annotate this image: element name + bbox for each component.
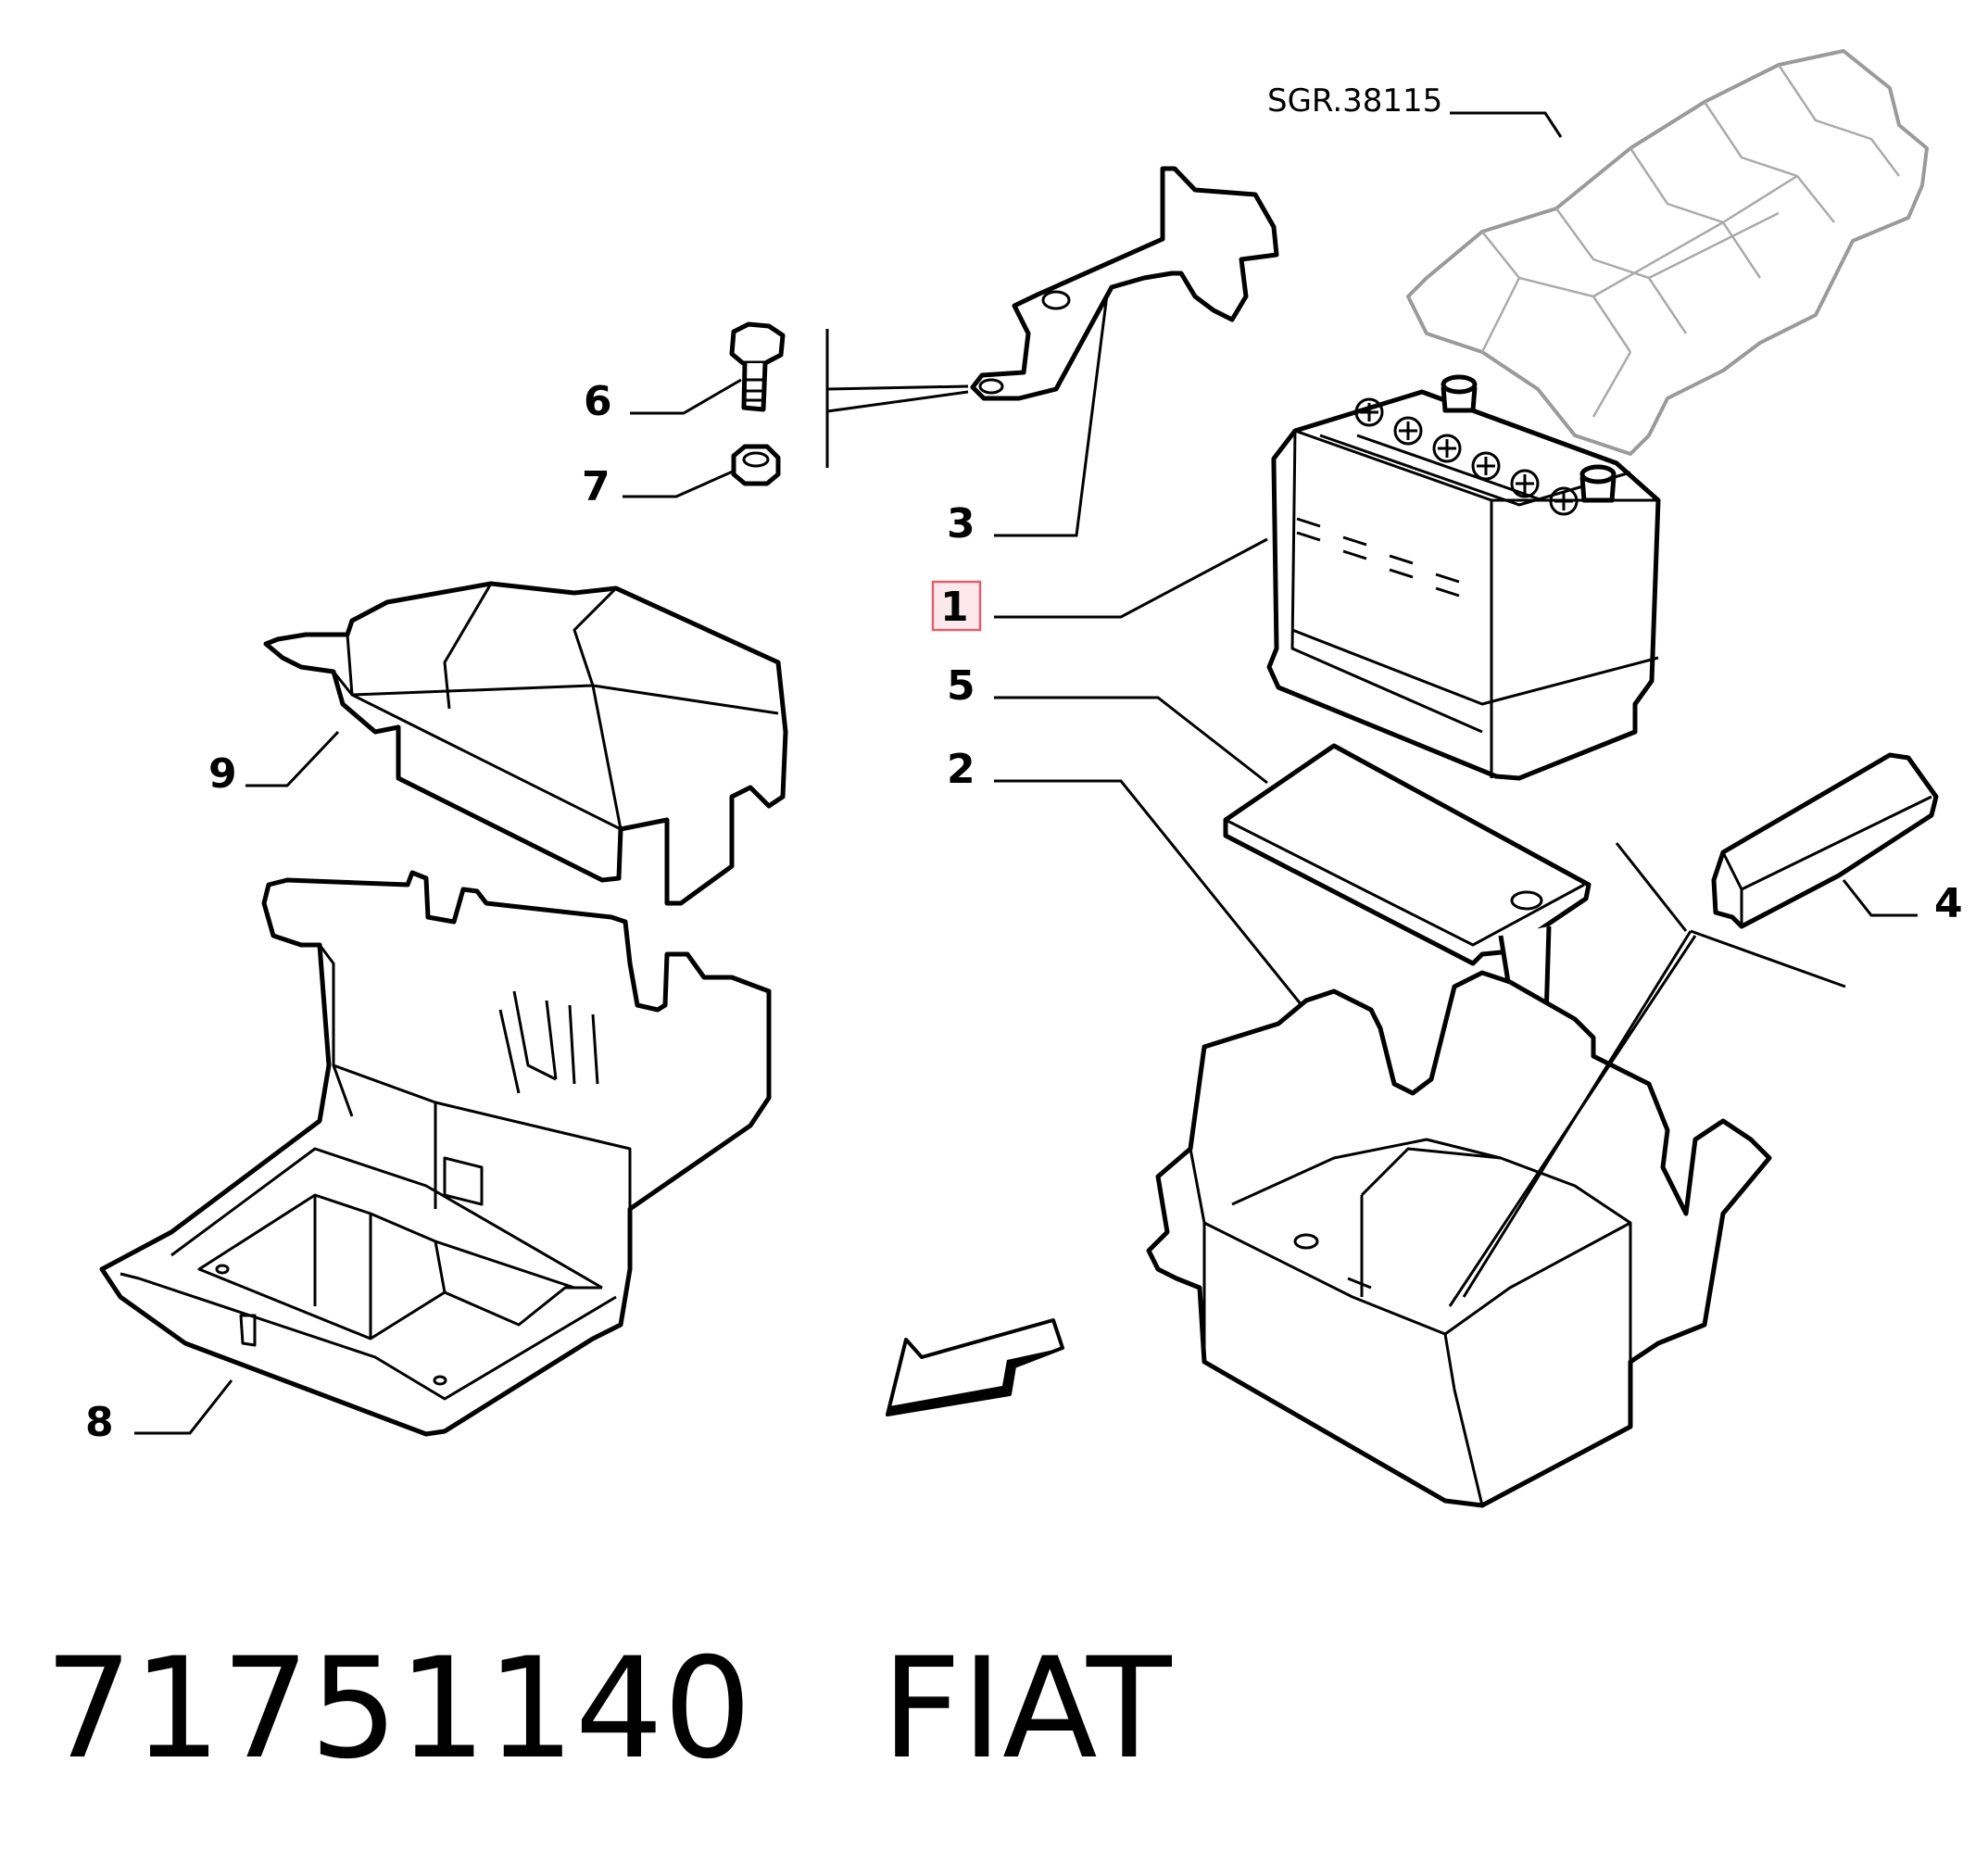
callout-6: 6 (584, 378, 612, 425)
leader-reference-code (1450, 111, 1563, 138)
callout-2: 2 (947, 746, 975, 793)
leader-3 (994, 294, 1109, 537)
leader-7 (623, 469, 736, 498)
leader-2 (994, 779, 1303, 1006)
retaining-clip (1711, 752, 1939, 929)
callout-7: 7 (582, 463, 610, 510)
callout-9: 9 (208, 750, 237, 798)
battery-terminals (1441, 374, 1617, 503)
battery-tray (1146, 970, 1772, 1508)
callout-1: 1 (940, 584, 969, 631)
leader-5 (994, 696, 1268, 785)
lower-battery-housing (99, 870, 772, 1437)
callout-4: 4 (1934, 880, 1963, 927)
leader-8 (134, 1379, 233, 1435)
callout-3: 3 (947, 500, 975, 548)
leader-1 (994, 537, 1268, 619)
engine-cover-reference (1406, 49, 1929, 456)
battery-side-slots (1296, 517, 1460, 598)
nut (731, 444, 781, 486)
callout-1-highlight-box (931, 580, 982, 632)
callout-5: 5 (947, 662, 975, 710)
brand-name: FIAT (881, 1629, 1172, 1790)
callout-8: 8 (85, 1399, 114, 1446)
fastener-group-bracket (825, 329, 969, 468)
fitting-lines (1448, 842, 1846, 1307)
part-number: 71751140 (44, 1629, 752, 1790)
leader-9 (245, 730, 340, 787)
reference-code-label: SGR.38115 (1267, 82, 1442, 120)
leader-4 (1842, 879, 1918, 917)
battery-vent-caps (1354, 397, 1579, 516)
battery (1266, 374, 1661, 781)
leader-6 (630, 378, 742, 415)
upper-battery-cover (263, 581, 788, 906)
vehicle-direction-arrow (886, 1318, 1064, 1416)
battery-clamp-bracket (970, 166, 1279, 401)
bolt (729, 321, 786, 412)
